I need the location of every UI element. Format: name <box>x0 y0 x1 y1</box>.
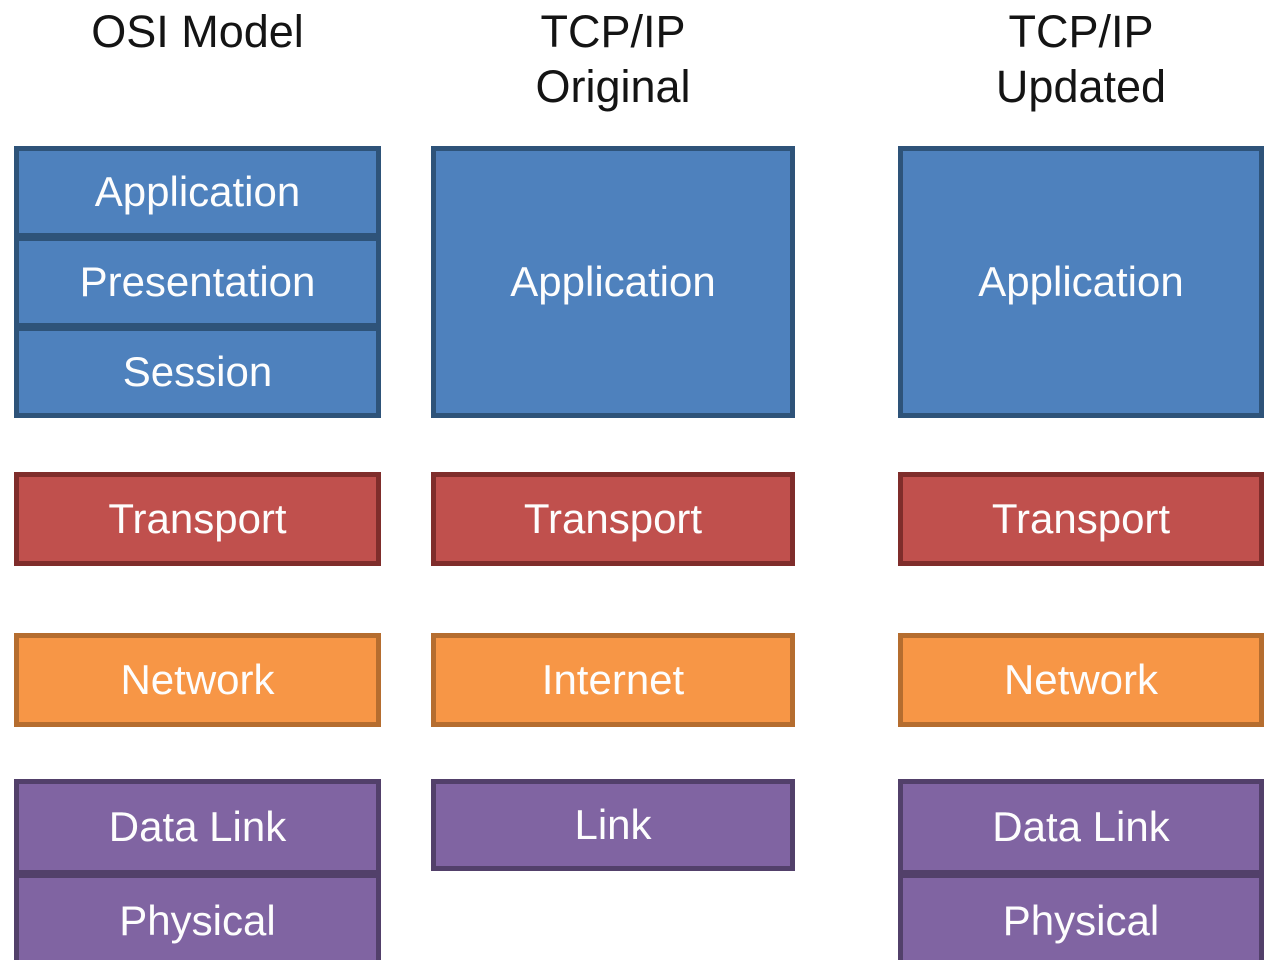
osi-presentation-layer: Presentation <box>19 241 376 323</box>
osi-physical-layer: Physical <box>19 878 376 960</box>
osi-application-layer: Application <box>19 151 376 233</box>
tcpip-updated-title-line-1: TCP/IP <box>1008 6 1154 57</box>
tcpip-updated-network-layer: Network <box>903 638 1259 722</box>
tcpip-updated-application-layer: Application <box>903 151 1259 413</box>
tcpip-original-internet-layer: Internet <box>436 638 790 722</box>
tcpip-original-title-line-1: TCP/IP <box>540 6 686 57</box>
tcpip-updated-application-group: Application <box>898 146 1264 418</box>
tcpip-original-link-group: Link <box>431 779 795 871</box>
osi-lower-layers-group: Data Link Physical <box>14 779 381 960</box>
osi-data-link-layer: Data Link <box>19 784 376 870</box>
osi-network-layer: Network <box>19 638 376 722</box>
osi-model-title: OSI Model <box>14 4 381 59</box>
osi-upper-layers-group: Application Presentation Session <box>14 146 381 418</box>
tcpip-original-transport-group: Transport <box>431 472 795 566</box>
osi-network-group: Network <box>14 633 381 727</box>
tcpip-updated-transport-layer: Transport <box>903 477 1259 561</box>
osi-session-layer: Session <box>19 331 376 413</box>
tcpip-original-internet-group: Internet <box>431 633 795 727</box>
tcpip-original-transport-layer: Transport <box>436 477 790 561</box>
osi-transport-group: Transport <box>14 472 381 566</box>
tcpip-updated-physical-layer: Physical <box>903 878 1259 960</box>
tcpip-updated-data-link-layer: Data Link <box>903 784 1259 870</box>
tcpip-updated-lower-layers-group: Data Link Physical <box>898 779 1264 960</box>
tcpip-updated-title: TCP/IP Updated <box>898 4 1264 114</box>
tcpip-original-title-line-2: Original <box>535 61 691 112</box>
tcpip-original-column: TCP/IP Original Application Transport In… <box>431 0 795 960</box>
osi-model-title-line: OSI Model <box>91 6 304 57</box>
tcpip-original-link-layer: Link <box>436 784 790 866</box>
tcpip-original-application-group: Application <box>431 146 795 418</box>
tcpip-original-title: TCP/IP Original <box>431 4 795 114</box>
tcpip-updated-column: TCP/IP Updated Application Transport Net… <box>898 0 1264 960</box>
tcpip-updated-title-line-2: Updated <box>995 61 1167 112</box>
tcpip-updated-transport-group: Transport <box>898 472 1264 566</box>
osi-model-column: OSI Model Application Presentation Sessi… <box>14 0 381 960</box>
osi-transport-layer: Transport <box>19 477 376 561</box>
tcpip-original-application-layer: Application <box>436 151 790 413</box>
tcpip-updated-network-group: Network <box>898 633 1264 727</box>
